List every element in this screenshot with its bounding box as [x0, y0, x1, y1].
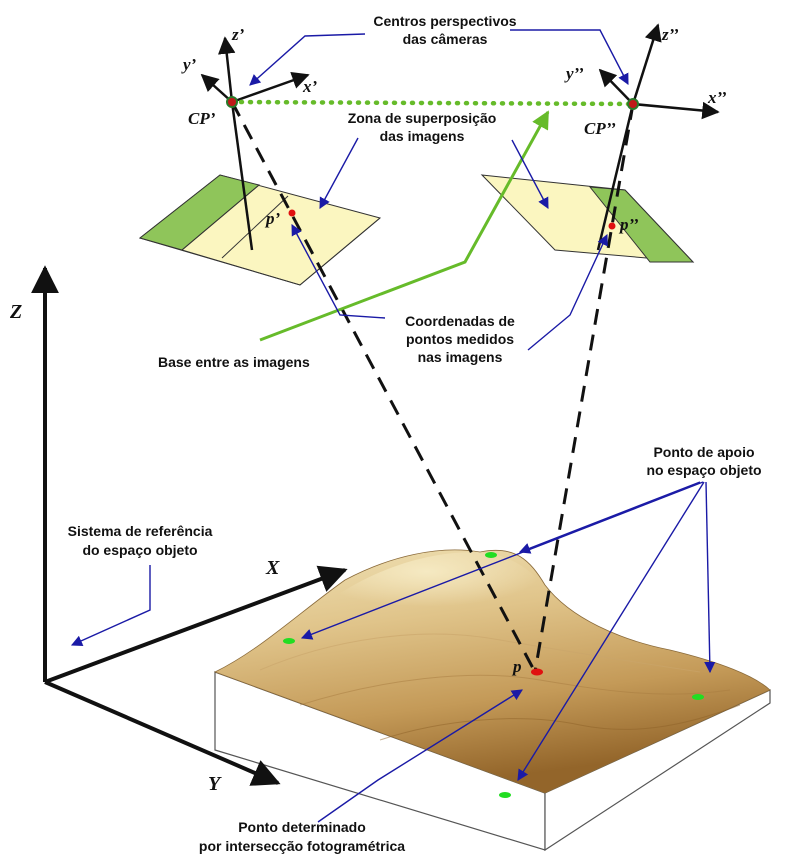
label-refsys-2: do espaço objeto — [82, 542, 197, 558]
support-point-1 — [485, 552, 497, 558]
cam2-z-label: z’’ — [661, 25, 679, 44]
label-determined-1: Ponto determinado — [238, 819, 366, 835]
image-point-left — [288, 209, 296, 217]
object-x-axis — [44, 565, 348, 684]
label-base: Base entre as imagens — [158, 354, 310, 370]
right-camera-axes: z’’ x’’ y’’ CP’’ — [564, 23, 727, 251]
camera-center-right — [627, 98, 639, 110]
annotation-labels: Centros perspectivos das câmeras Zona de… — [68, 13, 762, 854]
cam1-optical-axis — [230, 101, 254, 251]
object-reference-axes: Z X Y — [9, 265, 348, 795]
leader-support-3 — [704, 481, 716, 674]
leader-coords-left — [291, 224, 386, 319]
label-coords-2: pontos medidos — [406, 331, 514, 347]
right-image-plane — [480, 174, 695, 263]
left-camera-axes: z’ x’ y’ CP’ — [181, 25, 318, 251]
ground-point-label: p — [511, 657, 522, 676]
projection-rays — [230, 101, 635, 673]
ray-right — [533, 103, 635, 673]
object-z-label: Z — [9, 301, 22, 323]
label-overlap-2: das imagens — [380, 128, 465, 144]
support-point-3 — [692, 694, 704, 700]
object-y-label: Y — [208, 773, 222, 795]
image-point-right — [608, 222, 616, 230]
support-point-2 — [283, 638, 295, 644]
ground-point-p — [531, 668, 543, 676]
label-overlap-1: Zona de superposição — [348, 110, 497, 126]
label-camera-centers-2: das câmeras — [403, 31, 488, 47]
leader-refsys — [70, 565, 151, 646]
cam1-center-label: CP’ — [188, 109, 216, 128]
cam2-optical-axis — [596, 103, 635, 251]
camera-center-left — [226, 96, 238, 108]
leader-center-right — [510, 29, 629, 85]
cam1-x-label: x’ — [302, 77, 318, 96]
base-arrow — [259, 110, 550, 342]
image-point-right-label: p’’ — [618, 215, 639, 234]
cam1-y-axis — [200, 73, 233, 103]
cam2-y-label: y’’ — [564, 64, 584, 83]
label-coords-1: Coordenadas de — [405, 313, 515, 329]
camera-base-line — [229, 99, 636, 107]
cam2-z-axis — [631, 23, 662, 105]
terrain-model — [213, 549, 771, 852]
cam2-x-axis — [632, 101, 720, 120]
leader-arrows — [70, 29, 716, 823]
label-support-1: Ponto de apoio — [653, 444, 754, 460]
object-y-axis — [44, 680, 281, 786]
leader-center-left — [249, 33, 366, 86]
cam1-x-axis — [231, 72, 310, 104]
cam2-center-label: CP’’ — [584, 119, 616, 138]
leader-determined — [317, 689, 523, 823]
label-coords-3: nas imagens — [418, 349, 503, 365]
support-point-4 — [499, 792, 511, 798]
cam2-x-label: x’’ — [707, 88, 727, 107]
object-x-label: X — [265, 557, 280, 579]
leader-coords-right — [527, 233, 608, 351]
label-camera-centers-1: Centros perspectivos — [373, 13, 516, 29]
leader-support-1 — [518, 481, 701, 554]
cam1-z-label: z’ — [231, 25, 245, 44]
label-support-2: no espaço objeto — [646, 462, 761, 478]
label-refsys-1: Sistema de referência — [68, 523, 213, 539]
leader-overlap-right — [511, 139, 549, 209]
cam1-z-axis — [218, 36, 236, 103]
leader-support-2 — [300, 481, 704, 640]
label-determined-2: por intersecção fotogramétrica — [199, 838, 405, 854]
leader-overlap-left — [319, 137, 359, 209]
left-image-plane — [138, 174, 382, 286]
cam2-y-axis — [598, 68, 634, 105]
image-point-left-label: p’ — [264, 209, 281, 228]
leader-support-4 — [517, 481, 705, 781]
ray-left — [230, 101, 537, 673]
cam1-y-label: y’ — [181, 55, 197, 74]
